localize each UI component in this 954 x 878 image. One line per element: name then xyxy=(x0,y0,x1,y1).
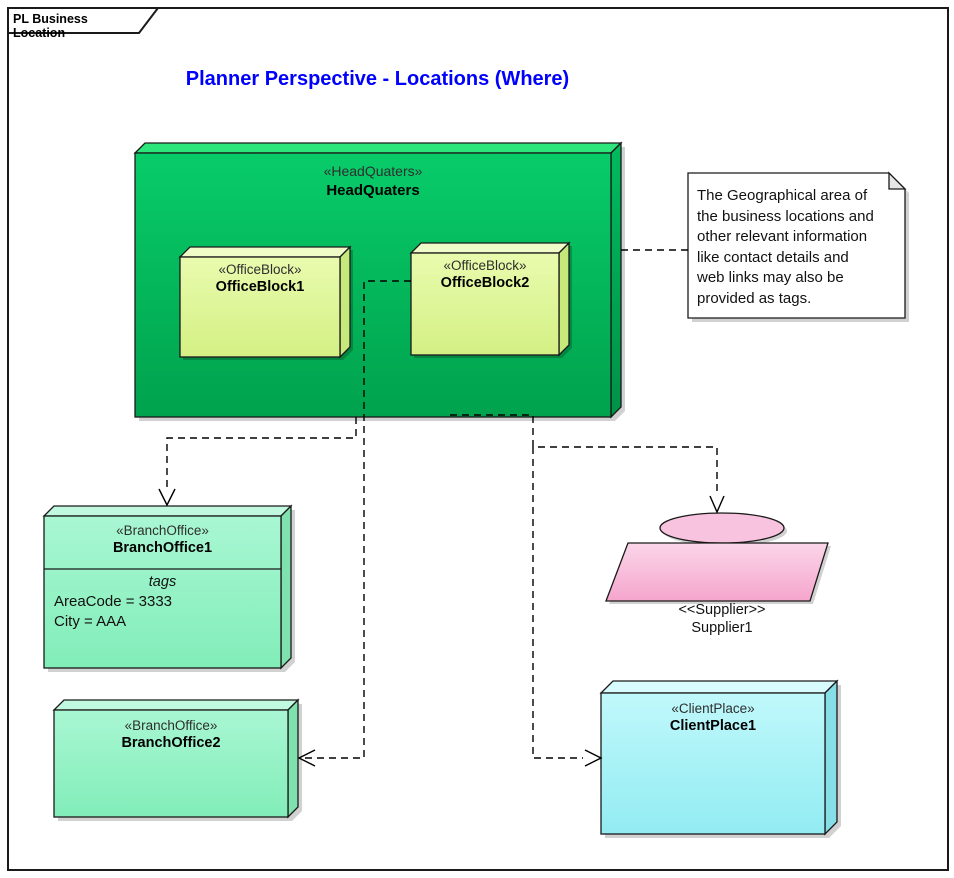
branchoffice1-front-face[interactable] xyxy=(43,515,282,669)
branchoffice2-side-face[interactable] xyxy=(287,698,299,819)
connector-headquaters-to-clientplace1[interactable] xyxy=(532,447,583,759)
supplier1-ellipse[interactable] xyxy=(659,512,785,544)
note-element[interactable] xyxy=(687,171,909,322)
clientplace1-side-face[interactable] xyxy=(824,679,838,836)
clientplace1-front-face[interactable] xyxy=(600,692,826,835)
connector-headquaters-to-supplier1[interactable] xyxy=(450,414,718,494)
open-arrowhead-supplier1 xyxy=(709,495,725,514)
clientplace1-node[interactable] xyxy=(599,679,841,838)
open-arrowhead-branchoffice1 xyxy=(158,488,176,507)
connector-headquaters-to-branchoffice1[interactable] xyxy=(166,417,357,488)
officeblock2-side-face[interactable] xyxy=(558,241,570,357)
clientplace1-top-face[interactable] xyxy=(599,680,839,694)
connector-officeblock2-to-branchoffice2[interactable] xyxy=(304,280,411,759)
branchoffice2-node[interactable] xyxy=(52,698,302,821)
officeblock1-front-face[interactable] xyxy=(179,256,341,358)
open-arrowhead-branchoffice2 xyxy=(297,749,316,767)
diagram-frame xyxy=(7,7,949,871)
frame-tab xyxy=(7,7,161,34)
officeblock1-top-face[interactable] xyxy=(178,246,352,258)
officeblock2-top-face[interactable] xyxy=(409,242,571,254)
open-arrowhead-clientplace1 xyxy=(584,749,603,767)
branchoffice2-top-face[interactable] xyxy=(52,699,300,711)
branchoffice2-front-face[interactable] xyxy=(53,709,289,818)
note-body[interactable] xyxy=(687,172,906,319)
officeblock1-node[interactable] xyxy=(178,245,353,360)
branchoffice1-top-face[interactable] xyxy=(42,505,293,517)
officeblock2-node[interactable] xyxy=(409,241,572,358)
supplier1-node[interactable] xyxy=(605,512,831,604)
branchoffice1-side-face[interactable] xyxy=(280,504,292,670)
officeblock1-side-face[interactable] xyxy=(339,245,351,359)
headquaters-side-face[interactable] xyxy=(610,141,622,419)
headquaters-top-face[interactable] xyxy=(133,142,623,154)
note-fold-corner-icon xyxy=(888,171,907,190)
officeblock2-front-face[interactable] xyxy=(410,252,560,356)
branchoffice1-node[interactable] xyxy=(42,504,295,672)
supplier1-parallelogram[interactable] xyxy=(605,542,829,602)
